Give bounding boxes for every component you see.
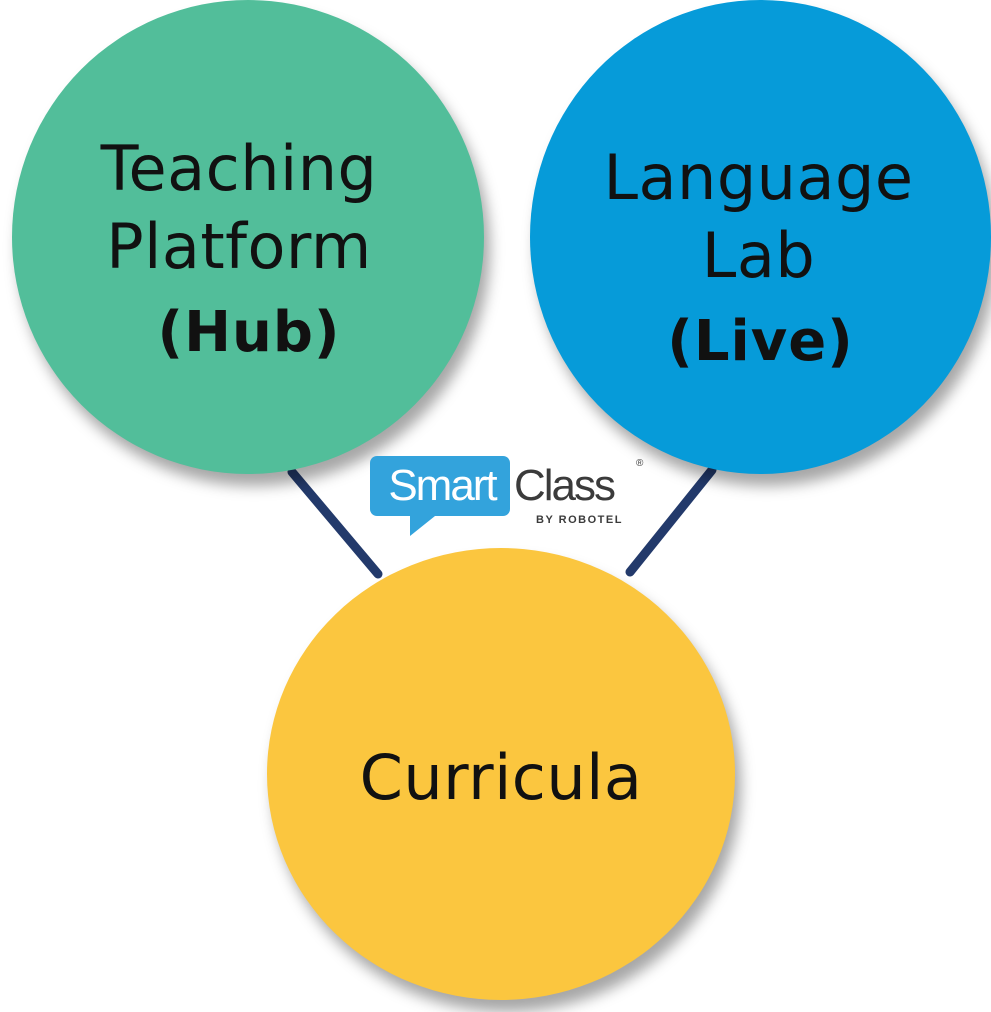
logo-speech-badge: [370, 456, 510, 516]
logo-speech-tail: [410, 512, 440, 536]
node-curricula-label: Curricula: [359, 741, 643, 814]
node-language-sublabel: (Live): [667, 309, 854, 374]
logo-word-class: Class: [514, 461, 616, 510]
connector-language-curricula: [625, 465, 717, 577]
connector-teaching-curricula: [287, 467, 383, 579]
logo-registered-mark: ®: [636, 458, 644, 469]
node-teaching-platform: Teaching Platform (Hub): [12, 0, 484, 474]
node-language-lab: Language Lab (Live): [530, 0, 991, 474]
logo-byline: BY ROBOTEL: [536, 514, 623, 526]
logo-word-smart: Smart: [388, 461, 497, 510]
smartclass-logo: Smart Class BY ROBOTEL ®: [370, 452, 652, 544]
node-language-label: Language Lab: [603, 141, 914, 292]
node-teaching-sublabel: (Hub): [157, 300, 341, 365]
node-teaching-label: Teaching Platform: [100, 132, 378, 283]
node-curricula: Curricula: [267, 548, 735, 1000]
